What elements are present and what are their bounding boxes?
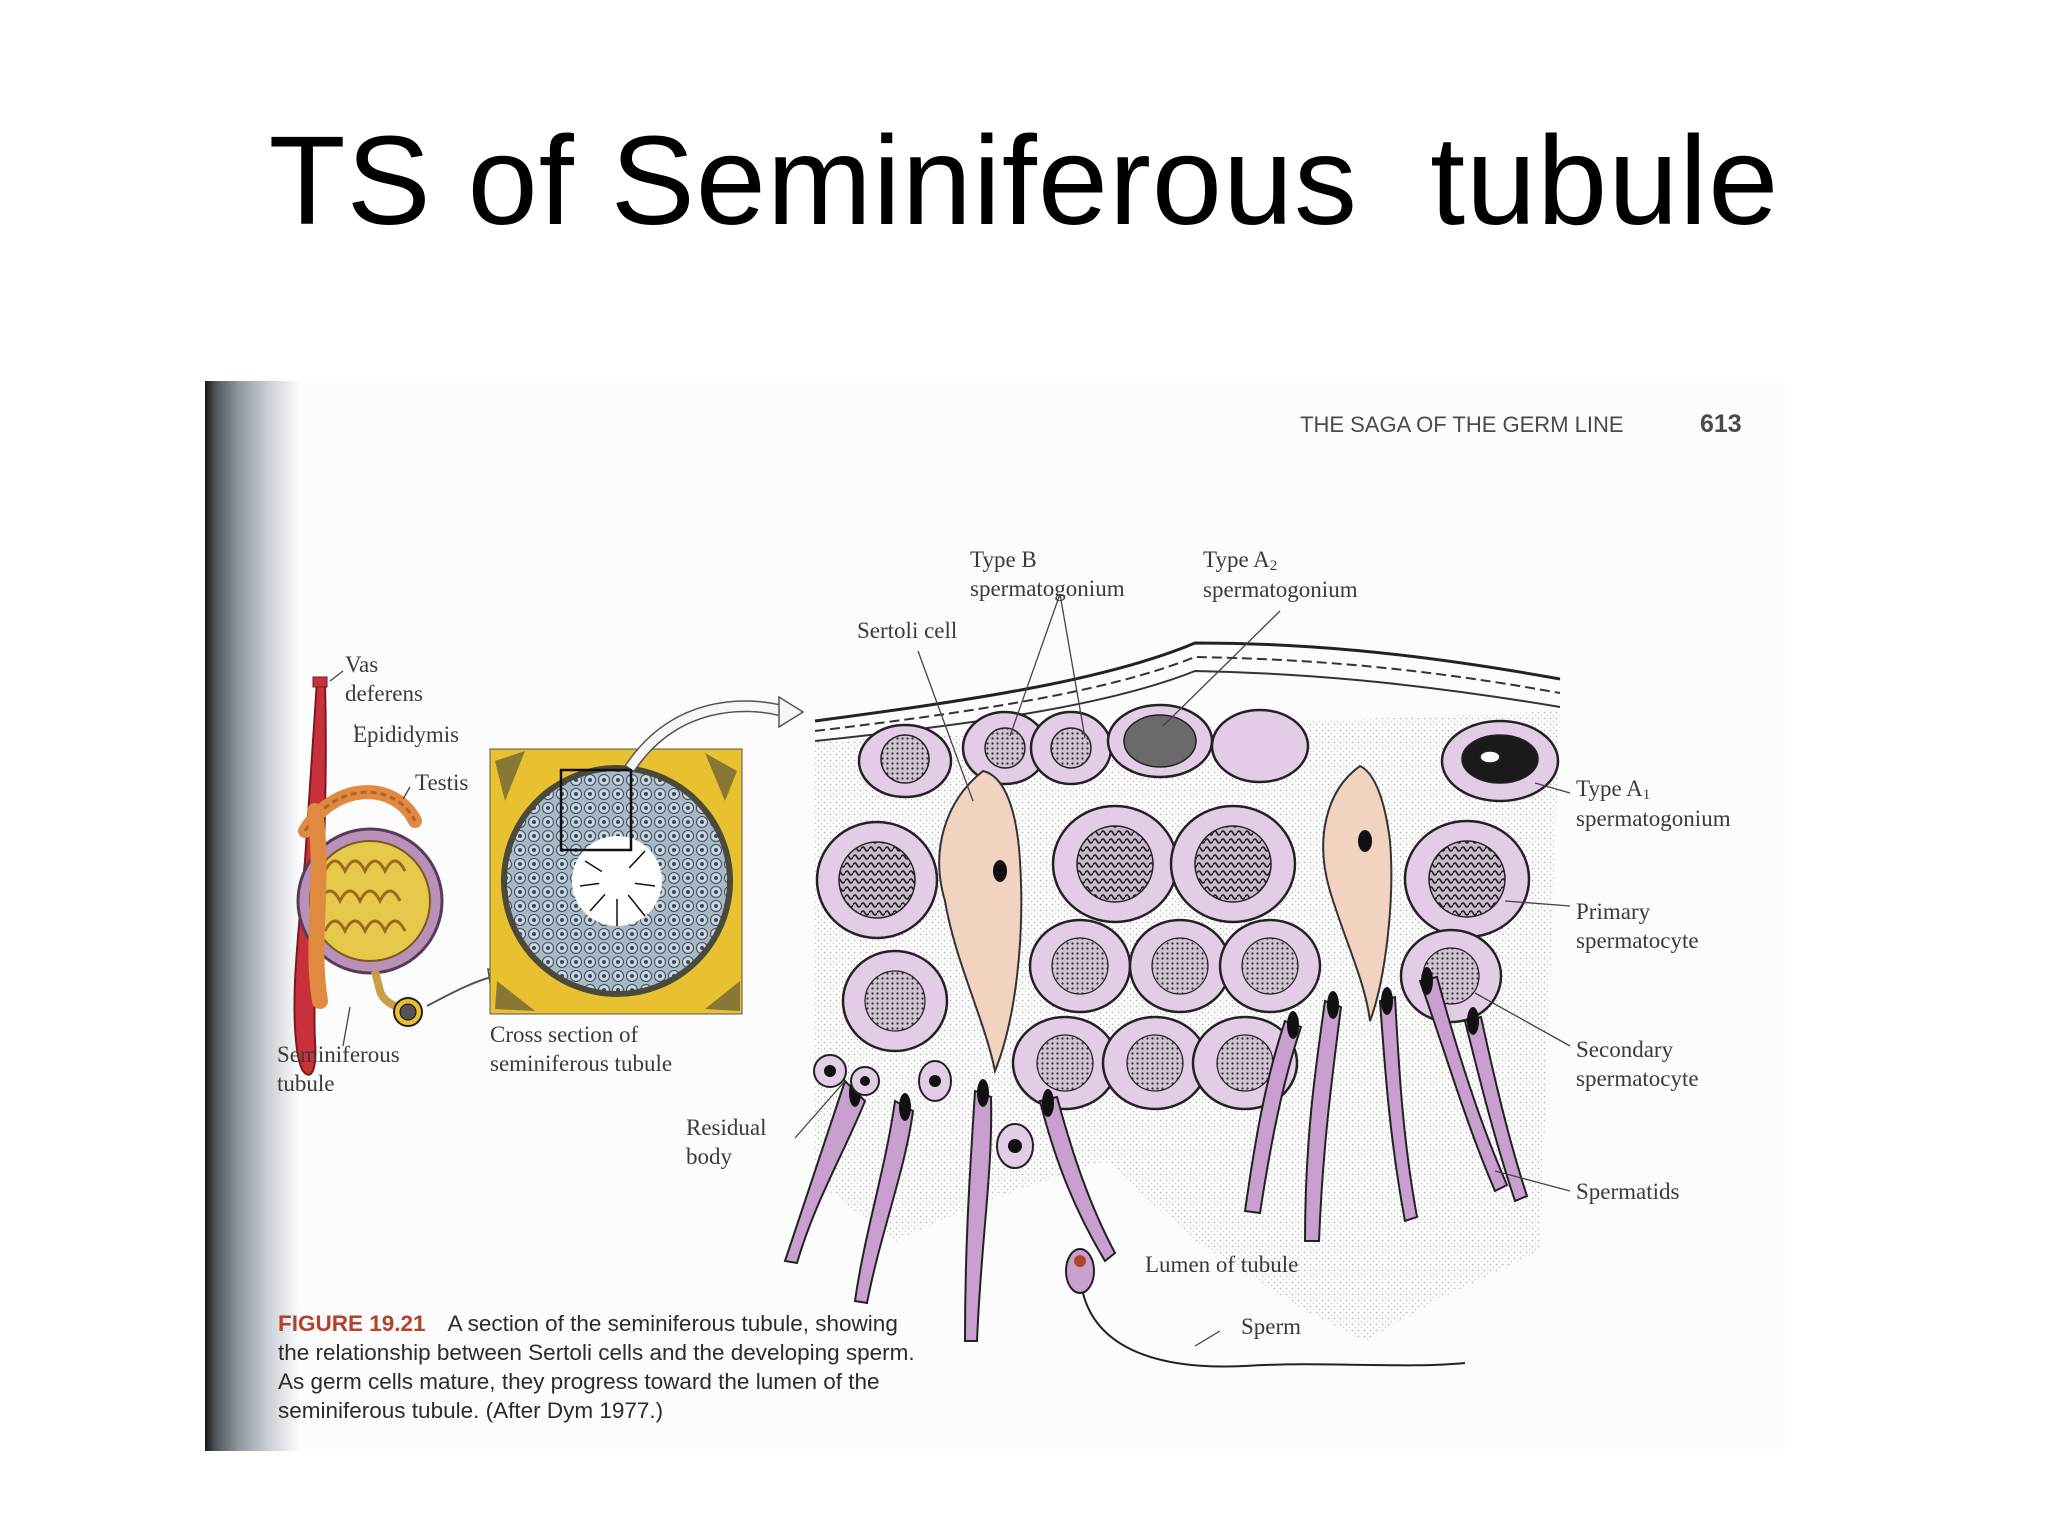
- label-type-a2-subscript: 2: [1269, 558, 1278, 574]
- textbook-figure: THE SAGA OF THE GERM LINE 613 Vas defere…: [205, 381, 1785, 1451]
- label-type-a1-subscript: 1: [1642, 787, 1651, 803]
- label-cross-section-line2: seminiferous tubule: [490, 1050, 673, 1076]
- label-primary-line1: Primary: [1576, 899, 1651, 924]
- label-type-b-spermatogonium: Type B spermatogonium: [970, 546, 1125, 604]
- label-testis: Testis: [415, 770, 469, 795]
- label-primary-spermatocyte: Primary spermatocyte: [1576, 898, 1699, 956]
- label-type-a1-line2: spermatogonium: [1576, 805, 1731, 831]
- label-residual-body: Residual body: [686, 1114, 767, 1172]
- label-seminiferous-line1: Seminiferous: [277, 1042, 400, 1067]
- label-cross-section: Cross section of seminiferous tubule: [490, 1021, 672, 1079]
- label-type-a2-text: Type A: [1203, 547, 1270, 572]
- tubule-wall-detail: [783, 593, 1571, 1368]
- seminiferous-diagram: [293, 593, 1571, 1368]
- slide-title: TS of Seminiferous tubule: [268, 110, 1780, 251]
- label-residual-line1: Residual: [686, 1115, 767, 1140]
- page-gutter-shadow: [205, 381, 300, 1451]
- label-type-a2-line2: spermatogonium: [1203, 576, 1358, 602]
- running-title: THE SAGA OF THE GERM LINE: [1300, 412, 1624, 437]
- label-epididymis: Epididymis: [353, 722, 460, 747]
- label-type-a1-spermatogonium: Type A1 spermatogonium: [1576, 775, 1731, 834]
- label-sperm: Sperm: [1241, 1314, 1302, 1339]
- label-lumen-of-tubule: Lumen of tubule: [1145, 1252, 1299, 1277]
- page-number: 613: [1700, 410, 1742, 438]
- label-cross-section-line1: Cross section of: [490, 1022, 639, 1047]
- label-type-b-line2: spermatogonium: [970, 575, 1125, 601]
- label-type-b-line1: Type B: [970, 547, 1037, 572]
- label-vas-deferens-line2: deferens: [345, 680, 423, 706]
- label-secondary-line2: spermatocyte: [1576, 1065, 1699, 1091]
- label-seminiferous-line2: tubule: [277, 1070, 335, 1096]
- label-vas-deferens: Vas deferens: [345, 651, 423, 709]
- label-seminiferous-tubule: Seminiferous tubule: [277, 1041, 400, 1099]
- label-type-a2-spermatogonium: Type A2 spermatogonium: [1203, 546, 1358, 605]
- label-sertoli-cell: Sertoli cell: [857, 618, 958, 643]
- label-secondary-line1: Secondary: [1576, 1037, 1674, 1062]
- figure-caption-text: A section of the seminiferous tubule, sh…: [278, 1311, 915, 1423]
- label-type-a1-text: Type A: [1576, 776, 1643, 801]
- label-secondary-spermatocyte: Secondary spermatocyte: [1576, 1036, 1699, 1094]
- label-residual-line2: body: [686, 1143, 732, 1169]
- label-spermatids: Spermatids: [1576, 1179, 1680, 1204]
- figure-label: FIGURE 19.21: [278, 1311, 426, 1336]
- testis-illustration: [293, 670, 507, 1076]
- label-primary-line2: spermatocyte: [1576, 927, 1699, 953]
- tubule-cross-section: [489, 695, 805, 1015]
- label-vas-deferens-line1: Vas: [345, 652, 379, 677]
